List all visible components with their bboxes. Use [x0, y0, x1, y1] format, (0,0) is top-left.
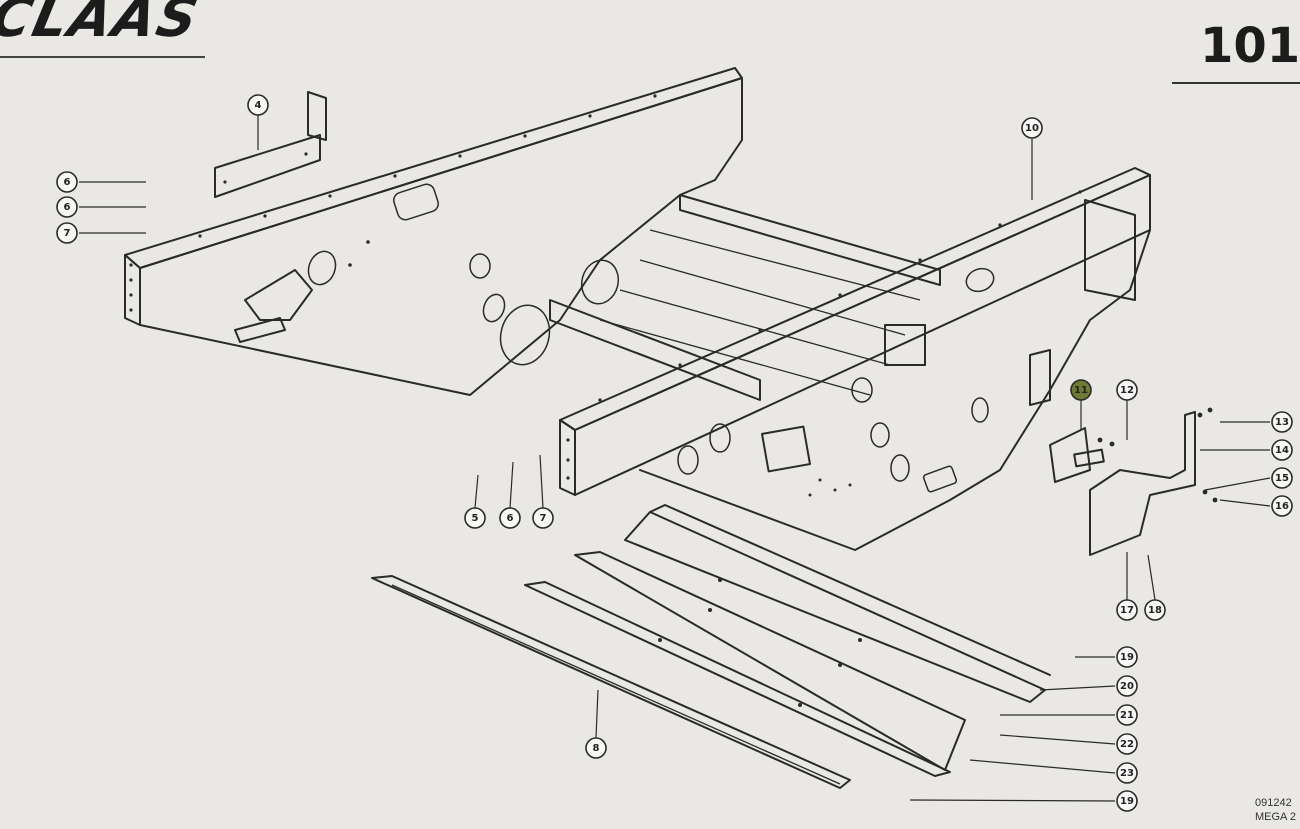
callout-15: 15	[1271, 467, 1293, 489]
callout-circle	[1116, 599, 1138, 621]
callout-label: 7	[540, 513, 547, 524]
header-rule-right	[1172, 82, 1300, 84]
callout-11: 11	[1070, 379, 1092, 401]
callout-14: 14	[1271, 439, 1293, 461]
callout-circle	[1144, 599, 1166, 621]
document-reference: 091242 MEGA 2	[1255, 796, 1296, 824]
callout-6: 6	[56, 171, 78, 193]
callout-label: 15	[1275, 473, 1289, 484]
callout-circle	[1271, 439, 1293, 461]
callout-label: 12	[1120, 385, 1134, 396]
callout-label: 8	[593, 743, 600, 754]
callout-20: 20	[1116, 675, 1138, 697]
callout-7: 7	[532, 507, 554, 529]
callout-circle	[1070, 379, 1092, 401]
callout-7: 7	[56, 222, 78, 244]
callout-label: 7	[64, 228, 71, 239]
callout-18: 18	[1144, 599, 1166, 621]
callout-22: 22	[1116, 733, 1138, 755]
callout-12: 12	[1116, 379, 1138, 401]
rear-panel-part	[124, 67, 743, 396]
callout-label: 10	[1025, 123, 1039, 134]
callout-label: 14	[1275, 445, 1289, 456]
callout-label: 19	[1120, 796, 1134, 807]
callout-circle	[1116, 790, 1138, 812]
callout-6: 6	[499, 507, 521, 529]
callout-label: 18	[1148, 605, 1162, 616]
callout-circle	[1116, 733, 1138, 755]
callout-label: 22	[1120, 739, 1134, 750]
callout-19: 19	[1116, 790, 1138, 812]
callout-label: 16	[1275, 501, 1289, 512]
callout-label: 4	[255, 100, 262, 111]
callout-label: 6	[507, 513, 514, 524]
callout-17: 17	[1116, 599, 1138, 621]
callout-13: 13	[1271, 411, 1293, 433]
callout-circle	[464, 507, 486, 529]
leader-lines	[79, 105, 1271, 802]
callout-circle	[1116, 704, 1138, 726]
callout-8: 8	[585, 737, 607, 759]
trough-plates	[371, 504, 1051, 789]
callout-circle	[56, 171, 78, 193]
callout-circle	[1116, 379, 1138, 401]
callout-circle	[247, 94, 269, 116]
callout-label: 5	[472, 513, 479, 524]
callout-16: 16	[1271, 495, 1293, 517]
callout-21: 21	[1116, 704, 1138, 726]
header-rule-left	[0, 56, 205, 58]
callout-19: 19	[1116, 646, 1138, 668]
doc-ref-line-2: MEGA 2	[1255, 811, 1296, 823]
callout-label: 19	[1120, 652, 1134, 663]
callout-label: 20	[1120, 681, 1134, 692]
callout-5: 5	[464, 507, 486, 529]
callout-circle	[1116, 762, 1138, 784]
callout-circle	[56, 222, 78, 244]
callout-23: 23	[1116, 762, 1138, 784]
doc-ref-line-1: 091242	[1255, 797, 1292, 809]
callout-4: 4	[247, 94, 269, 116]
callout-label: 23	[1120, 768, 1134, 779]
callout-circle	[1021, 117, 1043, 139]
callout-label: 6	[64, 202, 71, 213]
callout-label: 11	[1074, 385, 1088, 396]
callout-circle	[1271, 467, 1293, 489]
page-number: 101	[1200, 18, 1300, 74]
callout-circle	[532, 507, 554, 529]
callout-circle	[585, 737, 607, 759]
callout-label: 17	[1120, 605, 1134, 616]
callout-circle	[1271, 411, 1293, 433]
callout-10: 10	[1021, 117, 1043, 139]
callout-circle	[1271, 495, 1293, 517]
callout-circle	[499, 507, 521, 529]
main-frame-part	[549, 167, 1151, 551]
callout-label: 13	[1275, 417, 1289, 428]
callout-circle	[1116, 646, 1138, 668]
callout-label: 6	[64, 177, 71, 188]
callout-circle	[56, 196, 78, 218]
callout-circle	[1116, 675, 1138, 697]
bracket-part-4	[214, 91, 327, 198]
callout-label: 21	[1120, 710, 1134, 721]
side-bracket-assembly	[1049, 407, 1218, 556]
callout-6: 6	[56, 196, 78, 218]
